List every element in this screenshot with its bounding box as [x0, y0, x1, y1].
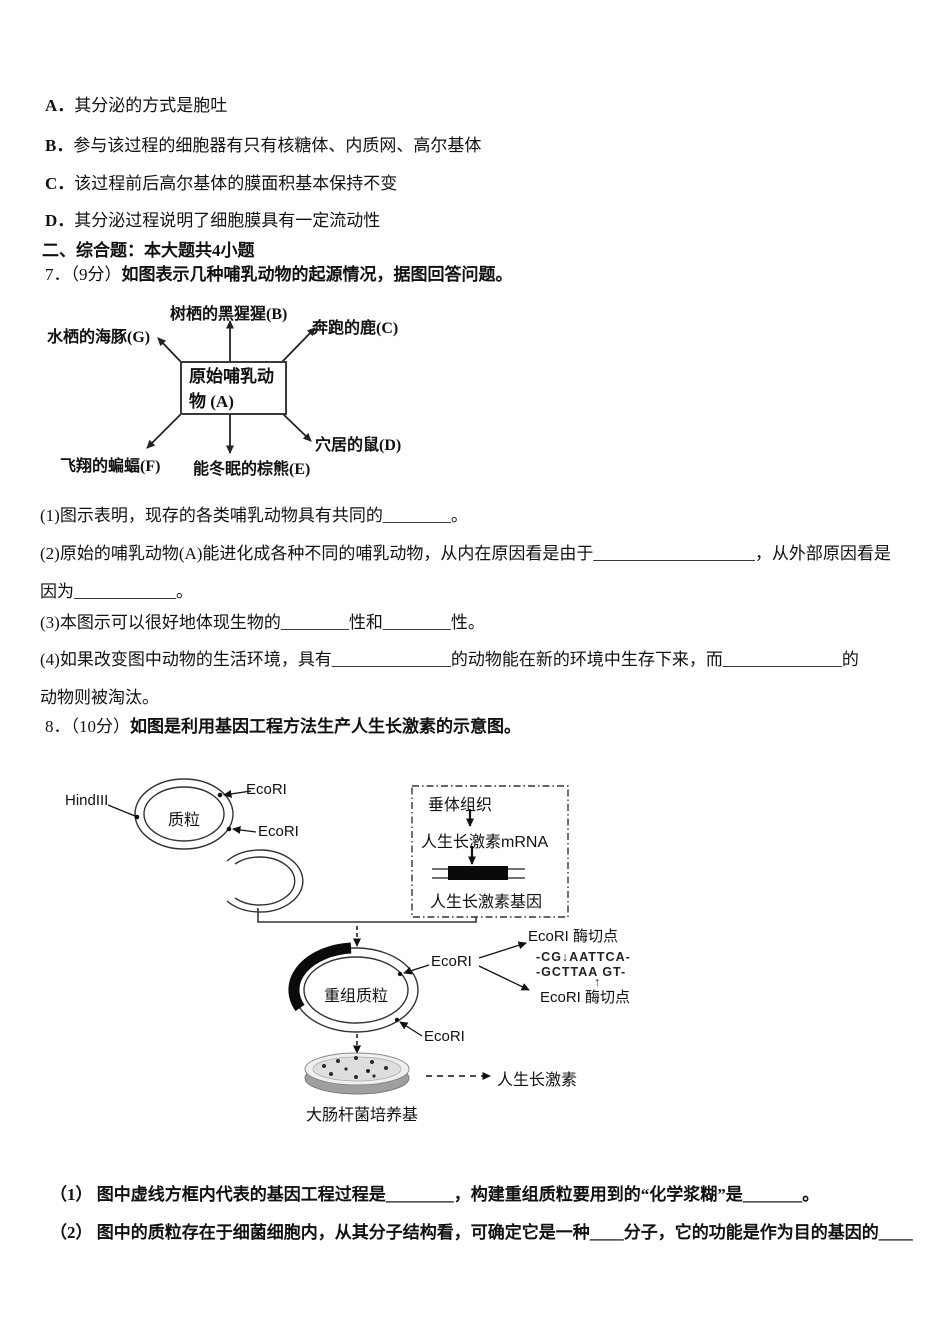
section-header: 二、综合题：本大题共4小题 — [42, 241, 255, 260]
mammal-label-c: 奔跑的鹿(C) — [312, 320, 399, 337]
dna-seq-top: -CG↓AATTCA- — [536, 950, 631, 964]
ecori-label-mid: EcoRI — [431, 953, 472, 970]
cut-plasmid-arc — [226, 849, 304, 913]
ecori-site-bottom-text: 酶切点 — [585, 989, 631, 1006]
petri-dish — [304, 1052, 410, 1095]
mammal-label-d: 穴居的鼠(D) — [315, 437, 402, 454]
option-text-a: 其分泌的方式是胞吐 — [74, 96, 228, 115]
ecori-site-top-text: 酶切点 — [573, 928, 619, 945]
ecori-site-bottom: EcoRI 酶切点 — [540, 986, 630, 1007]
option-row-a: A．其分泌的方式是胞吐 — [45, 95, 227, 116]
q8-question-1: （1） 图中虚线方框内代表的基因工程过程是________，构建重组质粒要用到的… — [50, 1185, 820, 1204]
q7-blank-line-6: 动物则被淘汰。 — [40, 688, 159, 707]
bacteria-colonies — [322, 1056, 388, 1079]
medium-label: 大肠杆菌培养基 — [306, 1107, 419, 1124]
recombinant-ticks — [394, 971, 403, 1023]
inserted-gene-arc — [288, 942, 352, 1012]
hindiii-label: HindIII — [65, 792, 109, 809]
option-text-d: 其分泌过程说明了细胞膜具有一定流动性 — [74, 211, 381, 230]
dna-seq-bottom: -GCTTAA GT- — [536, 965, 627, 979]
option-letter-c: C． — [45, 174, 75, 193]
ecori-site-bottom-ecori: EcoRI — [540, 989, 581, 1006]
option-letter-d: D． — [45, 211, 75, 230]
ecori-label-bottom: EcoRI — [424, 1028, 465, 1045]
gene-label: 人生长激素基因 — [430, 894, 543, 911]
mammal-arrows-svg — [146, 320, 316, 454]
q8-intro: 如图是利用基因工程方法生产人生长激素的示意图。 — [130, 717, 521, 736]
ecori-pointer-lines — [399, 941, 530, 1037]
mammal-label-f: 飞翔的蝙蝠(F) — [60, 458, 161, 475]
option-letter-a: A． — [45, 96, 75, 115]
origin-box-line2: 物 (A) — [189, 391, 234, 411]
mrna-label: 人生长激素mRNA — [421, 834, 549, 851]
ecori-label-top: EcoRI — [246, 781, 287, 798]
plasmid-pointer-lines — [107, 789, 257, 834]
q8-number: 8．（10分） — [45, 717, 130, 736]
q7-blank-line-4: (3)本图示可以很好地体现生物的________性和________性。 — [40, 613, 485, 632]
q7-blank-line-1: (1)图示表明，现存的各类哺乳动物具有共同的________。 — [40, 506, 468, 525]
mammal-arrows — [146, 320, 316, 454]
plasmid-cut-ticks — [134, 792, 232, 832]
pituitary-label: 垂体组织 — [428, 797, 493, 814]
cut-up-arrow: ↑ — [594, 975, 602, 989]
mammal-label-e: 能冬眠的棕熊(E) — [193, 461, 311, 478]
mammal-label-g: 水栖的海豚(G) — [47, 329, 151, 346]
gene-bar — [432, 866, 525, 880]
dashed-process-box — [411, 785, 569, 918]
option-row-d: D．其分泌过程说明了细胞膜具有一定流动性 — [45, 210, 380, 231]
q8-intro-line: 8．（10分）如图是利用基因工程方法生产人生长激素的示意图。 — [45, 716, 521, 737]
plasmid-circle — [134, 778, 234, 850]
q7-intro: 如图表示几种哺乳动物的起源情况，据图回答问题。 — [121, 265, 513, 284]
ecori-site-top: EcoRI 酶切点 — [528, 925, 618, 946]
q7-blank-line-5: (4)如果改变图中动物的生活环境，具有______________的动物能在新的… — [40, 650, 859, 669]
origin-box-line1: 原始哺乳动 — [189, 367, 274, 386]
option-text-c: 该过程前后高尔基体的膜面积基本保持不变 — [74, 174, 398, 193]
origin-mammal-box: 原始哺乳动 物 (A) — [180, 361, 287, 415]
option-row-c: C．该过程前后高尔基体的膜面积基本保持不变 — [45, 173, 397, 194]
recombinant-plasmid-label: 重组质粒 — [323, 988, 388, 1005]
option-letter-b: B． — [45, 136, 74, 155]
hormone-label: 人生长激素 — [497, 1072, 578, 1089]
q7-blank-line-2: (2)原始的哺乳动物(A)能进化成各种不同的哺乳动物，从内在原因看是由于____… — [40, 544, 891, 563]
q8-question-2: （2） 图中的质粒存在于细菌细胞内，从其分子结构看，可确定它是一种____分子，… — [50, 1223, 913, 1242]
option-row-b: B．参与该过程的细胞器有只有核糖体、内质网、高尔基体 — [45, 135, 481, 156]
mammal-label-b: 树栖的黑猩猩(B) — [170, 306, 288, 323]
q7-number: 7．（9分） — [45, 265, 122, 284]
q7-blank-line-3: 因为____________。 — [40, 582, 193, 601]
connector-line — [257, 908, 477, 923]
q7-intro-line: 7．（9分）如图表示几种哺乳动物的起源情况，据图回答问题。 — [45, 264, 513, 285]
gene-engineering-svg — [107, 778, 569, 1095]
process-arrows — [466, 809, 476, 865]
ecori-label-2: EcoRI — [258, 823, 299, 840]
option-text-b: 参与该过程的细胞器有只有核糖体、内质网、高尔基体 — [73, 136, 482, 155]
ecori-site-top-ecori: EcoRI — [528, 928, 569, 945]
plasmid-label: 质粒 — [167, 812, 200, 829]
